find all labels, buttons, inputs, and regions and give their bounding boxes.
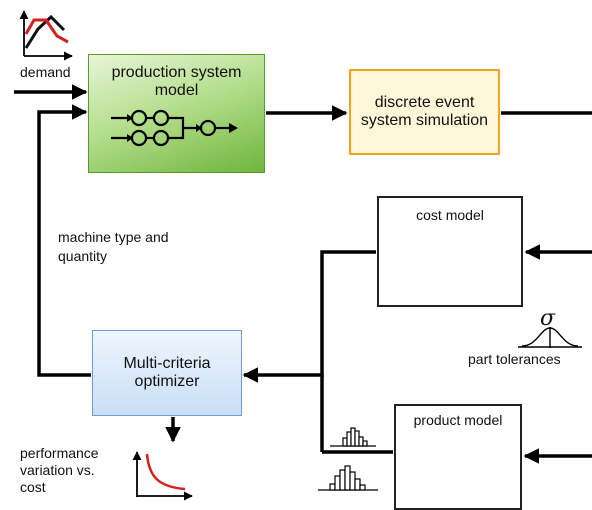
production-system-model-title: production system model	[111, 64, 242, 100]
product-model-box: product model	[394, 404, 522, 510]
discrete-event-simulation-title: discrete event system simulation	[360, 93, 489, 129]
sigma-symbol: σ	[540, 306, 556, 331]
cost-model-title: cost model	[416, 207, 484, 223]
production-system-model-box: production system model	[88, 54, 265, 173]
queue-network-icon	[110, 109, 238, 146]
sigma-bell-icon	[518, 327, 582, 348]
histogram-icon	[330, 427, 376, 447]
product-model-title: product model	[413, 412, 503, 428]
discrete-event-simulation-box: discrete event system simulation	[349, 69, 500, 155]
performance-label: performance variation vs. cost	[20, 445, 99, 495]
cost-to-optimizer-line	[242, 250, 376, 383]
machine-type-label: machine type and quantity	[58, 229, 169, 264]
multi-criteria-optimizer-box: Multi-criteria optimizer	[92, 330, 242, 416]
connectors	[14, 84, 592, 464]
demand-label: demand	[20, 64, 71, 80]
part-tolerances-label: part tolerances	[468, 351, 561, 367]
demand-chart-icon	[19, 10, 73, 61]
multi-criteria-optimizer-title: Multi-criteria optimizer	[123, 354, 211, 390]
pareto-chart-icon	[132, 451, 193, 501]
histogram-icon	[318, 465, 378, 491]
optimizer-feedback-line	[37, 104, 91, 377]
cost-model-box: cost model	[377, 196, 523, 307]
